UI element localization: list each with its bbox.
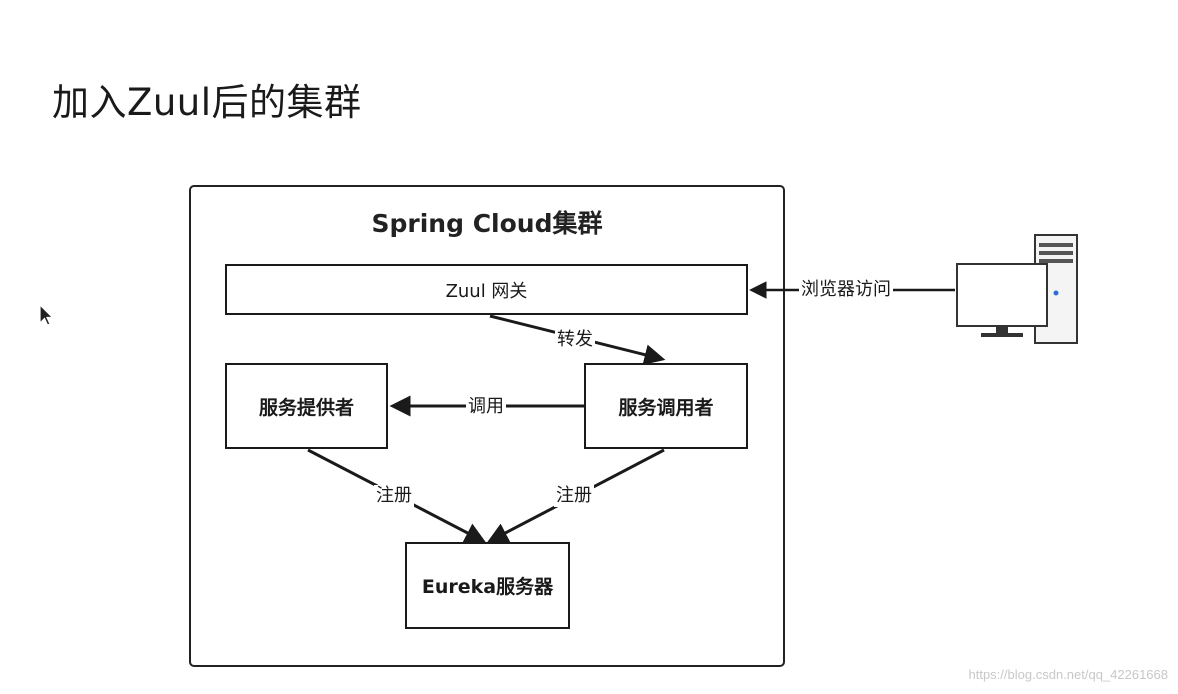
- edge-label-forward: 转发: [555, 329, 595, 351]
- edge-label-register-consumer: 注册: [554, 485, 594, 507]
- mouse-cursor-icon: [39, 303, 54, 326]
- watermark-text: https://blog.csdn.net/qq_42261668: [968, 667, 1169, 682]
- spring-cloud-cluster-box: [189, 185, 785, 667]
- zuul-gateway-node: Zuul 网关: [225, 264, 748, 315]
- service-provider-node: 服务提供者: [225, 363, 388, 449]
- service-consumer-node: 服务调用者: [584, 363, 748, 449]
- desktop-computer-icon: [956, 234, 1078, 344]
- cluster-title: Spring Cloud集群: [371, 209, 603, 238]
- edge-label-register-provider: 注册: [374, 485, 414, 507]
- edge-label-browser-access: 浏览器访问: [799, 279, 893, 301]
- eureka-server-node: Eureka服务器: [405, 542, 570, 629]
- edge-label-invoke: 调用: [466, 396, 506, 418]
- page-title: 加入Zuul后的集群: [52, 81, 362, 124]
